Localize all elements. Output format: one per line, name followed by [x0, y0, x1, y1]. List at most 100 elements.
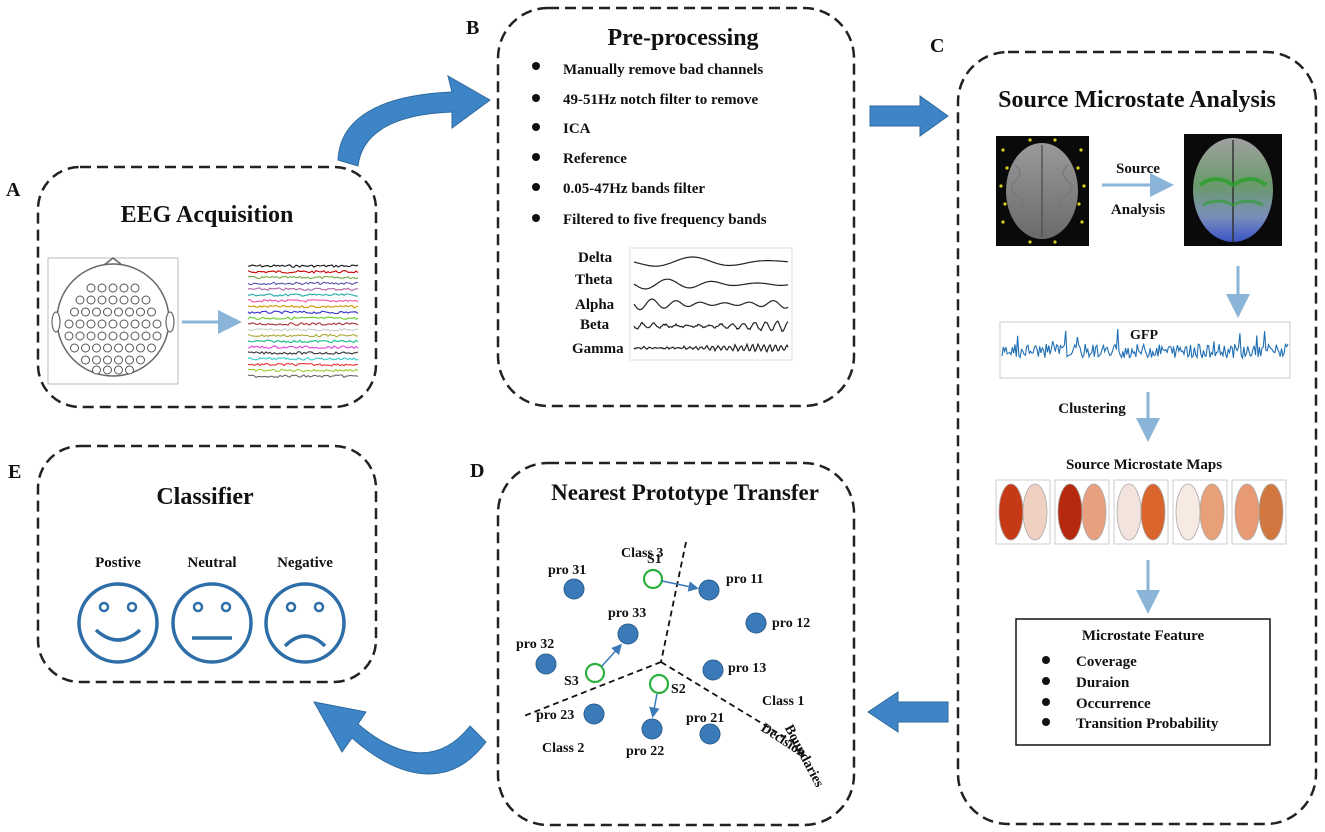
band-label-alpha: Alpha: [575, 297, 615, 313]
pro-31-node: [563, 578, 585, 600]
feature-duration: Duraion: [1076, 675, 1130, 691]
panel-a-box: [36, 165, 378, 409]
analysis-label: Analysis: [1111, 202, 1165, 218]
pro-23-node: [583, 703, 605, 725]
electrode: [130, 295, 140, 305]
electrode: [92, 343, 101, 353]
pro-22-label: pro 22: [626, 744, 664, 759]
panel-c-title: Source Microstate Analysis: [998, 87, 1276, 113]
panel-e-box: [36, 444, 378, 684]
flow-arrow-d-to-e: [313, 701, 487, 775]
electrode: [108, 283, 118, 293]
positive-face-icon: [77, 582, 159, 664]
microstate-map: [1113, 479, 1169, 545]
electrode: [114, 365, 123, 375]
pro-32-label: pro 32: [516, 637, 554, 652]
pro-33-label: pro 33: [608, 606, 646, 621]
electrode: [147, 307, 156, 317]
electrode: [81, 307, 90, 317]
emotion-neutral-label: Neutral: [187, 555, 236, 571]
feature-coverage: Coverage: [1076, 654, 1137, 670]
feature-box: Microstate Feature Coverage Duraion Occu…: [1015, 618, 1271, 746]
electrode: [97, 283, 107, 293]
eeg-channel-trace: [247, 264, 359, 268]
scalp-brain-image: [996, 136, 1089, 246]
electrode: [103, 365, 112, 375]
electrode: [119, 283, 129, 293]
electrode: [103, 343, 112, 353]
band-label-beta: Beta: [580, 317, 610, 333]
electrode: [75, 295, 85, 305]
eeg-channel-trace: [247, 368, 359, 373]
band-wave: [633, 278, 789, 290]
eeg-channel-trace: [247, 269, 359, 274]
pro-21-node: [699, 723, 721, 745]
microstate-map: [1054, 479, 1110, 545]
eeg-channels-plot: [246, 260, 360, 384]
eeg-channel-trace: [247, 293, 359, 297]
panel-b-letter: B: [466, 17, 479, 39]
flow-arrow-c-to-d: [867, 691, 949, 733]
electrode: [125, 365, 134, 375]
class-1-label: Class 1: [762, 694, 804, 709]
electrode: [114, 355, 123, 365]
band-label-delta: Delta: [578, 250, 613, 266]
eeg-channel-trace: [247, 339, 359, 344]
eeg-channel-trace: [247, 356, 359, 361]
electrode: [125, 307, 134, 317]
electrode-cap-figure: [47, 257, 179, 385]
clustering-label: Clustering: [1058, 401, 1126, 417]
electrode: [114, 343, 123, 353]
panel-d-box: [496, 461, 856, 827]
band-wave: [633, 320, 789, 333]
pro-13-label: pro 13: [728, 661, 766, 676]
panel-c-letter: C: [930, 35, 944, 57]
electrode: [97, 331, 107, 341]
s3-label: S3: [564, 674, 579, 689]
electrode: [86, 283, 96, 293]
step-3: ICA: [563, 121, 591, 137]
eeg-channel-trace: [247, 298, 359, 303]
panel-a-letter: A: [6, 179, 21, 201]
panel-e-letter: E: [8, 461, 21, 483]
eeg-channel-trace: [247, 316, 359, 321]
negative-face-icon: [264, 582, 346, 664]
pro-32-node: [535, 653, 557, 675]
source-brain-image: [1184, 134, 1282, 246]
electrode: [64, 331, 74, 341]
pro-21-label: pro 21: [686, 711, 724, 726]
eeg-channel-trace: [247, 310, 359, 315]
sample-nodes: [584, 568, 670, 695]
electrode: [70, 307, 79, 317]
panel-b-box: [496, 6, 856, 408]
electrode: [108, 319, 118, 329]
boundaries-label: Boundaries: [781, 722, 827, 790]
feature-occurrence: Occurrence: [1076, 696, 1151, 712]
panel-b-title: Pre-processing: [607, 25, 758, 51]
band-wave: [633, 298, 789, 311]
eeg-channel-trace: [247, 327, 359, 332]
step-4: Reference: [563, 151, 627, 167]
emotion-negative-label: Negative: [277, 555, 333, 571]
panel-e-title: Classifier: [156, 484, 254, 510]
electrode: [86, 331, 96, 341]
electrode: [125, 355, 134, 365]
step-2: 49-51Hz notch filter to remove: [563, 92, 759, 108]
s1-label: S1: [647, 552, 662, 567]
electrode: [147, 343, 156, 353]
electrode: [81, 343, 90, 353]
electrode: [152, 331, 162, 341]
electrode: [119, 319, 129, 329]
gfp-label: GFP: [1130, 328, 1158, 343]
s3-node: [584, 662, 606, 684]
pro-12-node: [745, 612, 767, 634]
electrode: [97, 319, 107, 329]
panel-d-letter: D: [470, 460, 484, 482]
electrode: [75, 331, 85, 341]
electrode: [130, 319, 140, 329]
s1-node: [642, 568, 664, 590]
pro-23-label: pro 23: [536, 708, 574, 723]
band-label-theta: Theta: [575, 272, 613, 288]
microstate-map: [995, 479, 1051, 545]
